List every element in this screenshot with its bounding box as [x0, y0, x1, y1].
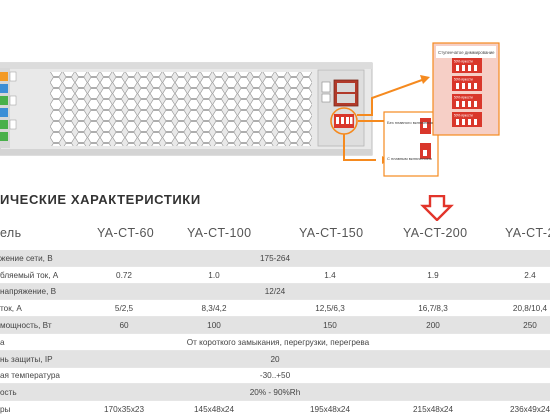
- step-row: 50% яркости: [452, 76, 482, 91]
- row-label: мощность, Вт: [0, 320, 52, 330]
- row-label: жение сети, В: [0, 253, 53, 263]
- cell-value: 195x48x24: [309, 404, 351, 414]
- row-label: бляемый ток, А: [0, 270, 59, 280]
- row-label: ость: [0, 388, 17, 398]
- row-label: нь защиты, IP: [0, 354, 53, 364]
- row-label: а: [0, 337, 5, 347]
- cell-value: 2.4: [524, 270, 536, 280]
- cell-value: 250: [523, 320, 537, 330]
- connector-lines: [343, 79, 423, 161]
- step-row: 50% яркости: [452, 58, 482, 73]
- smooth-on-label: С плавным включением: [387, 156, 432, 161]
- table-row: жение сети, В 175-264: [0, 250, 550, 267]
- step-dimming-box: Ступенчатое диммирование 50% яркости 50%…: [432, 42, 500, 136]
- row-label: ток, А: [0, 304, 22, 314]
- step-caption: 50% яркости: [454, 78, 473, 82]
- dip-switch: [330, 107, 358, 135]
- table-row: мощность, Вт 60 100 150 200 250: [0, 317, 550, 334]
- row-label: ры: [0, 404, 11, 414]
- shared-value: 20% - 90%Rh: [249, 388, 301, 398]
- terminal-block: [0, 68, 17, 148]
- smooth-off-label: Без плавного включения: [387, 120, 433, 125]
- shared-value: 20: [270, 354, 280, 364]
- table-row: ая температура -30..+50: [0, 368, 550, 385]
- step-row: 50% яркости: [452, 94, 482, 109]
- table-row: нь защиты, IP 20: [0, 350, 550, 368]
- step-caption: 50% яркости: [454, 114, 473, 118]
- step-dimming-title: Ступенчатое диммирование: [438, 50, 495, 55]
- step-row: 50% яркости: [452, 112, 482, 127]
- cell-value: 100: [207, 320, 221, 330]
- cell-value: 8,3/4,2: [201, 304, 227, 314]
- model-column-label: ель: [0, 226, 22, 240]
- table-row: ость 20% - 90%Rh: [0, 384, 550, 402]
- row-label: ая температура: [0, 371, 60, 381]
- cell-value: 150: [323, 320, 337, 330]
- connector-arrow-head: [420, 75, 430, 84]
- model-name: YA-CT-200: [403, 226, 468, 240]
- cell-value: 215x48x24: [412, 404, 454, 414]
- ventilation-grille: [50, 72, 312, 146]
- model-name: YA-CT-150: [299, 226, 364, 240]
- shared-value: -30..+50: [259, 371, 291, 381]
- cell-value: 1.9: [427, 270, 439, 280]
- model-header-row: ель YA-CT-60 YA-CT-100 YA-CT-150 YA-CT-2…: [0, 222, 550, 246]
- table-row: ры 170x35x23 145x48x24 195x48x24 215x48x…: [0, 401, 550, 415]
- cell-value: 60: [119, 320, 129, 330]
- table-row: ток, А 5/2,5 8,3/4,2 12,5/6,3 16,7/8,3 2…: [0, 300, 550, 318]
- model-name: YA-CT-2: [505, 226, 550, 240]
- cell-value: 200: [426, 320, 440, 330]
- model-name: YA-CT-60: [97, 226, 155, 240]
- cell-value: 16,7/8,3: [418, 304, 448, 314]
- step-caption: 50% яркости: [454, 60, 473, 64]
- table-row: бляемый ток, А 0.72 1.0 1.4 1.9 2.4: [0, 267, 550, 284]
- step-caption: 50% яркости: [454, 96, 473, 100]
- power-supply-body: [0, 62, 373, 156]
- row-label: напряжение, В: [0, 287, 57, 297]
- cell-value: 236x49x24: [509, 404, 550, 414]
- power-supply-diagram: Без плавного включения С плавным включен…: [0, 42, 500, 177]
- cell-value: 145x48x24: [193, 404, 235, 414]
- cell-value: 1.0: [208, 270, 220, 280]
- model-name: YA-CT-100: [187, 226, 252, 240]
- table-row: напряжение, В 12/24: [0, 283, 550, 301]
- shared-value: От короткого замыкания, перегрузки, пере…: [186, 337, 370, 347]
- cell-value: 1.4: [324, 270, 336, 280]
- shared-value: 12/24: [264, 287, 286, 297]
- cell-value: 12,5/6,3: [315, 304, 345, 314]
- cell-value: 0.72: [116, 270, 132, 280]
- cell-value: 20,8/10,4: [512, 304, 548, 314]
- cell-value: 170x35x23: [103, 404, 145, 414]
- shared-value: 175-264: [259, 253, 291, 263]
- section-title: ИЧЕСКИЕ ХАРАКТЕРИСТИКИ: [0, 192, 201, 207]
- down-arrow-icon: [420, 195, 454, 221]
- smooth-start-box: Без плавного включения С плавным включен…: [383, 111, 439, 177]
- cell-value: 5/2,5: [114, 304, 134, 314]
- specs-table: жение сети, В 175-264 бляемый ток, А 0.7…: [0, 250, 550, 415]
- table-row: а От короткого замыкания, перегрузки, пе…: [0, 334, 550, 351]
